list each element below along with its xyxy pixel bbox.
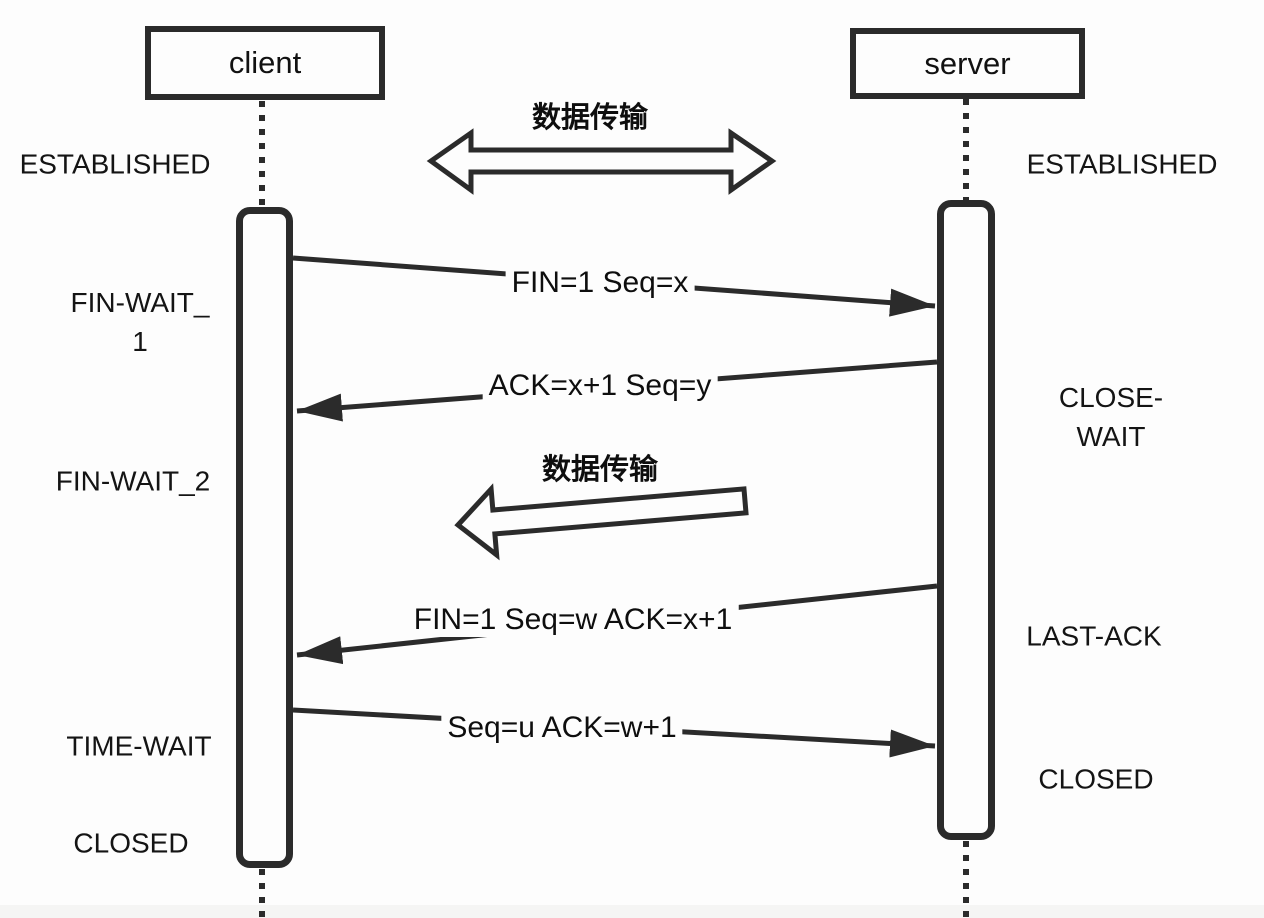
state-label-client-time-wait: TIME-WAIT	[66, 730, 212, 762]
data-transfer-label-mid: 数据传输	[541, 454, 659, 486]
actor-box-client: client	[145, 26, 385, 100]
state-label-client-fin-wait-1: FIN-WAIT_ 1	[70, 286, 210, 357]
state-label-client-established: ESTABLISHED	[19, 148, 211, 180]
activation-bar-server	[937, 200, 995, 840]
state-label-client-closed: CLOSED	[73, 827, 189, 859]
data-transfer-arrow-top	[426, 128, 777, 195]
state-label-server-established: ESTABLISHED	[1026, 148, 1218, 180]
state-label-server-close-wait: CLOSE-WAIT	[1058, 381, 1164, 452]
state-label-client-fin-wait-2: FIN-WAIT_2	[55, 465, 211, 497]
data-transfer-arrow-mid	[454, 483, 749, 561]
message-label-seq-u-ack-w1: Seq=u ACK=w+1	[441, 711, 683, 745]
page-bottom-edge	[0, 905, 1264, 918]
lifeline-server-bottom	[963, 841, 969, 918]
actor-label-server: server	[924, 45, 1011, 81]
lifeline-server-top	[963, 99, 969, 200]
lifeline-client-bottom	[259, 869, 265, 918]
data-transfer-label-top: 数据传输	[531, 102, 649, 134]
actor-label-client: client	[228, 45, 302, 80]
state-label-server-closed: CLOSED	[1038, 763, 1154, 795]
actor-box-server: server	[850, 28, 1085, 99]
message-label-fin-seq-w-ack-x1: FIN=1 Seq=w ACK=x+1	[407, 603, 739, 637]
lifeline-client-top	[259, 101, 265, 207]
message-label-ack-x1-seq-y: ACK=x+1 Seq=y	[482, 369, 718, 403]
message-label-fin-seq-x: FIN=1 Seq=x	[505, 266, 695, 300]
state-label-server-last-ack: LAST-ACK	[1026, 620, 1162, 652]
activation-bar-client	[236, 207, 293, 868]
